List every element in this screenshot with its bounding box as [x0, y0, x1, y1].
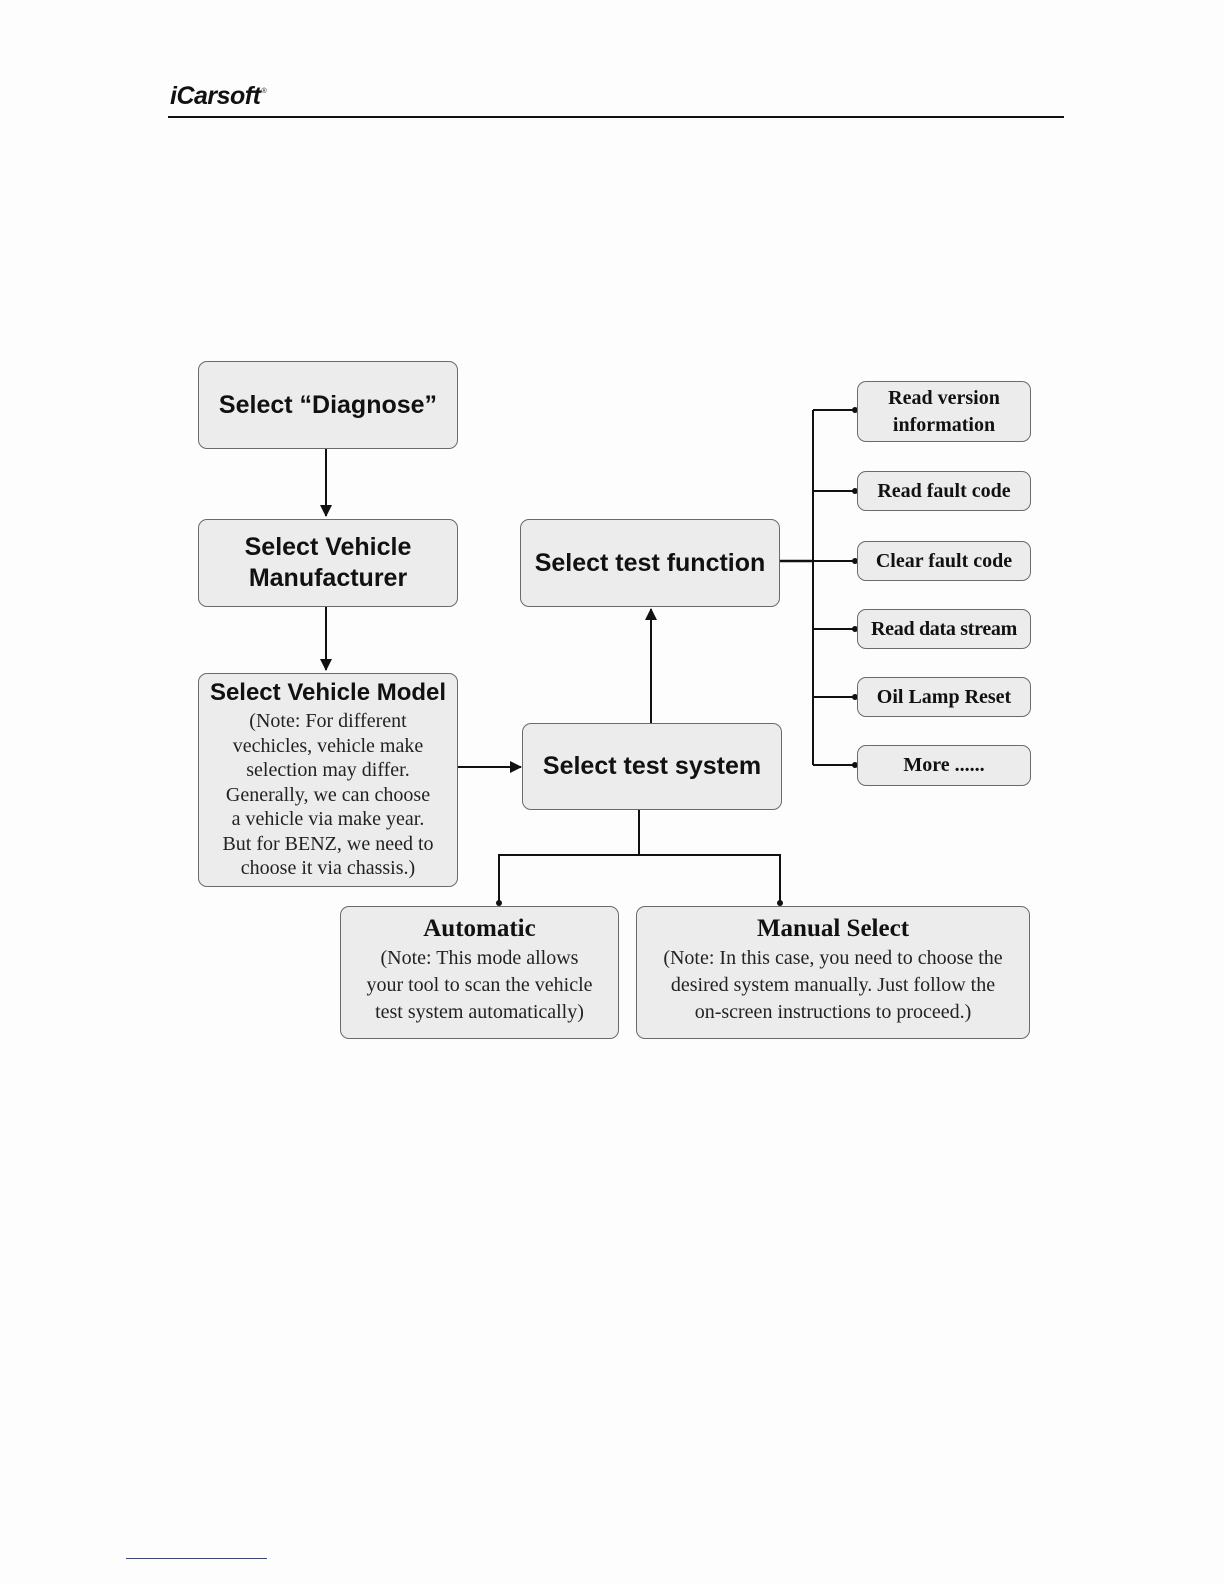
- step-select-test-system-label: Select test system: [542, 752, 762, 780]
- note-line: But for BENZ, we need to: [222, 832, 434, 855]
- footer-rule: [126, 1558, 267, 1559]
- note-line: (Note: This mode allows: [380, 947, 579, 969]
- function-label: Read fault code: [877, 479, 1011, 502]
- function-clear-fault-code: Clear fault code: [857, 541, 1031, 581]
- registered-mark: ®: [261, 88, 267, 95]
- junction-dot: [852, 626, 858, 632]
- header-rule: [168, 116, 1064, 118]
- note-line: test system automatically): [375, 1001, 584, 1023]
- junction-dot: [852, 407, 858, 413]
- note-line: (Note: For different: [249, 710, 407, 732]
- junction-dot: [777, 900, 783, 906]
- step-select-diagnose: Select “Diagnose”: [198, 361, 458, 449]
- step-select-test-function: Select test function: [520, 519, 780, 607]
- mode-manual-select: Manual Select (Note: In this case, you n…: [636, 906, 1030, 1039]
- mode-automatic: Automatic (Note: This mode allows your t…: [340, 906, 619, 1039]
- step-select-diagnose-label: Select “Diagnose”: [218, 390, 438, 419]
- note-line: (Note: In this case, you need to choose …: [663, 947, 1003, 969]
- function-read-version-information: Read version information: [857, 381, 1031, 442]
- mode-automatic-title: Automatic: [423, 915, 536, 942]
- note-line: on-screen instructions to proceed.): [694, 1001, 972, 1023]
- mode-manual-select-title: Manual Select: [756, 915, 910, 942]
- step-select-manufacturer-label-1: Select Vehicle: [244, 533, 412, 561]
- function-label: Read version: [888, 386, 1000, 409]
- function-label: information: [892, 413, 996, 436]
- function-label: Read data stream: [871, 617, 1017, 640]
- function-oil-lamp-reset: Oil Lamp Reset: [857, 677, 1031, 717]
- mode-automatic-note: (Note: This mode allows your tool to sca…: [366, 945, 592, 1026]
- function-label: Oil Lamp Reset: [876, 685, 1012, 708]
- junction-dot: [496, 900, 502, 906]
- function-read-data-stream: Read data stream: [857, 609, 1031, 649]
- step-select-manufacturer-label-2: Manufacturer: [248, 564, 408, 592]
- note-line: choose it via chassis.): [240, 857, 416, 879]
- function-label: Clear fault code: [875, 549, 1013, 572]
- note-line: selection may differ.: [246, 759, 410, 781]
- junction-dot: [852, 488, 858, 494]
- step-select-test-system: Select test system: [522, 723, 782, 810]
- step-select-model-note: (Note: For different vechicles, vehicle …: [222, 709, 433, 881]
- function-label: More ......: [903, 754, 985, 776]
- junction-dot: [852, 694, 858, 700]
- junction-dot: [852, 558, 858, 564]
- logo-text: iCarsoft: [170, 82, 261, 110]
- note-line: your tool to scan the vehicle: [366, 974, 593, 996]
- note-line: desired system manually. Just follow the: [670, 974, 996, 996]
- step-select-manufacturer: Select Vehicle Manufacturer: [198, 519, 458, 607]
- note-line: Generally, we can choose: [225, 783, 431, 806]
- icarsoft-logo: iCarsoft®: [170, 82, 267, 111]
- step-select-model: Select Vehicle Model (Note: For differen…: [198, 673, 458, 887]
- step-select-test-function-label: Select test function: [534, 548, 766, 577]
- junction-dot: [852, 762, 858, 768]
- note-line: a vehicle via make year.: [231, 808, 425, 830]
- mode-manual-select-note: (Note: In this case, you need to choose …: [663, 945, 1002, 1026]
- function-read-fault-code: Read fault code: [857, 471, 1031, 511]
- connector-system-to-manual: [639, 854, 781, 904]
- function-more: More ......: [857, 745, 1031, 786]
- connector-system-to-modes: [498, 810, 640, 904]
- note-line: vechicles, vehicle make: [232, 734, 424, 757]
- step-select-model-title: Select Vehicle Model: [209, 679, 447, 706]
